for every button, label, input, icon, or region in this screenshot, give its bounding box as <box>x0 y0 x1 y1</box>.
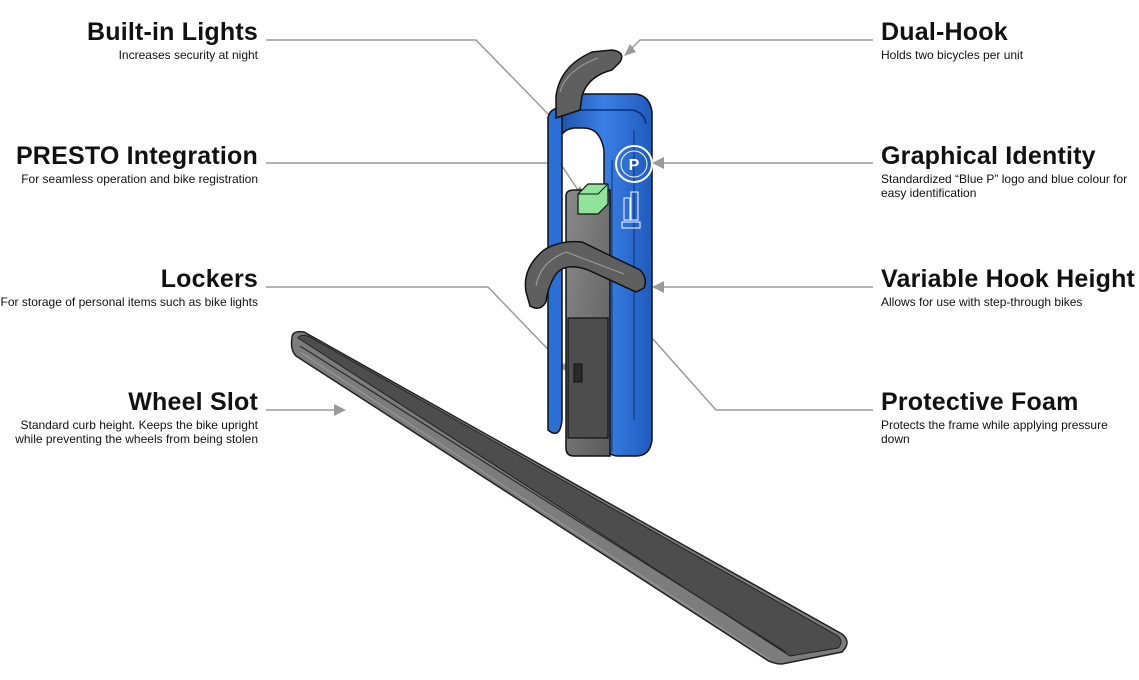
lockers-title: Lockers <box>160 265 258 293</box>
leader-presto <box>266 162 581 194</box>
wheel-slot-desc-line1: Standard curb height. Keeps the bike upr… <box>20 418 259 432</box>
presto-reader <box>577 183 609 215</box>
presto-desc: For seamless operation and bike registra… <box>21 172 258 186</box>
presto-title: PRESTO Integration <box>15 142 258 170</box>
built-in-lights-desc: Increases security at night <box>118 48 258 62</box>
variable-hook <box>524 240 647 309</box>
wheel-slot-title: Wheel Slot <box>128 388 258 416</box>
variable-hook-title: Variable Hook Height <box>881 265 1136 293</box>
wheel-slot-trough <box>290 330 848 665</box>
label-variable-hook-height: Variable Hook Height Allows for use with… <box>881 265 1135 309</box>
graphical-identity-desc-line1: Standardized “Blue P” logo and blue colo… <box>881 172 1128 186</box>
dual-hook-title: Dual-Hook <box>881 18 1008 46</box>
built-in-lights-title: Built-in Lights <box>86 18 258 46</box>
wheel-slot-desc-line2: while preventing the wheels from being s… <box>15 432 258 446</box>
label-graphical-identity: Graphical Identity Standardized “Blue P”… <box>881 142 1127 200</box>
lockers-desc: For storage of personal items such as bi… <box>0 295 258 309</box>
label-protective-foam: Protective Foam Protects the frame while… <box>881 388 1139 446</box>
leader-lockers <box>266 286 567 369</box>
variable-hook-desc: Allows for use with step-through bikes <box>881 295 1083 309</box>
dual-hook <box>555 49 623 120</box>
dual-hook-desc: Holds two bicycles per unit <box>881 48 1024 62</box>
label-lockers: Lockers For storage of personal items su… <box>1 265 258 309</box>
protective-foam-title: Protective Foam <box>881 388 1079 416</box>
locker-panel <box>565 189 611 457</box>
leader-dual-hook <box>627 39 873 53</box>
label-presto-integration: PRESTO Integration For seamless operatio… <box>16 142 258 186</box>
label-dual-hook: Dual-Hook Holds two bicycles per unit <box>881 18 1023 62</box>
label-built-in-lights: Built-in Lights Increases security at ni… <box>87 18 258 62</box>
protective-foam-desc: Protects the frame while applying pressu… <box>881 418 1108 446</box>
logo-letter: P <box>629 157 640 174</box>
leader-lines <box>266 39 873 411</box>
graphical-identity-title: Graphical Identity <box>881 142 1096 170</box>
graphical-identity-desc-line2: easy identification <box>881 186 977 200</box>
leader-built-in-lights <box>266 39 553 119</box>
label-wheel-slot: Wheel Slot Standard curb height. Keeps t… <box>15 388 258 446</box>
blue-p-logo: P <box>615 145 653 229</box>
